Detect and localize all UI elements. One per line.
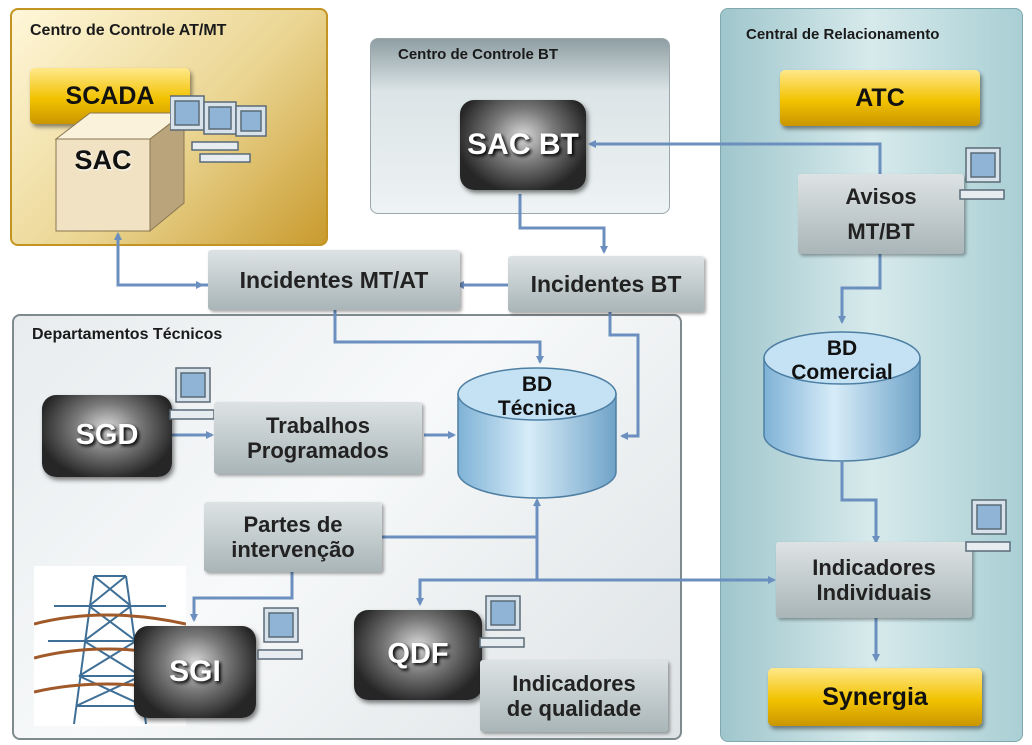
bd-tecnica-label-1: BD bbox=[521, 373, 553, 396]
indicadores-qualidade-line-1: Indicadores bbox=[512, 670, 636, 696]
partes-line-1: Partes de bbox=[243, 511, 343, 537]
sgd-box[interactable]: SGD bbox=[42, 395, 172, 477]
cube-icon bbox=[54, 111, 186, 233]
region-title-bt: Centro de Controle BT bbox=[398, 46, 558, 63]
indicadores-individuais-box[interactable]: Indicadores Individuais bbox=[776, 542, 972, 618]
sgi-box[interactable]: SGI bbox=[134, 626, 256, 718]
avisos-line-2: MT/BT bbox=[847, 219, 915, 244]
qdf-box[interactable]: QDF bbox=[354, 610, 482, 700]
bd-tecnica-database[interactable]: BD Técnica bbox=[456, 366, 618, 502]
arrow-bd-to-qdf bbox=[416, 537, 539, 606]
incidentes-mt-at-box[interactable]: Incidentes MT/AT bbox=[208, 250, 460, 310]
database-cylinder-icon bbox=[763, 331, 921, 462]
avisos-box[interactable]: Avisos MT/BT bbox=[798, 174, 964, 254]
computer-icon bbox=[959, 147, 1005, 200]
bd-tecnica-label-2: Técnica bbox=[497, 397, 577, 420]
synergia-box[interactable]: Synergia bbox=[768, 668, 982, 726]
computer-icon bbox=[257, 607, 303, 660]
indicadores-individuais-line-2: Individuais bbox=[816, 580, 932, 605]
arrow-avisos-to-bd-comercial bbox=[838, 254, 882, 324]
arrow-incidentes-to-sac bbox=[114, 232, 208, 287]
sac-label: SAC bbox=[74, 145, 132, 175]
trabalhos-programados-box[interactable]: Trabalhos Programados bbox=[214, 402, 422, 474]
incidentes-bt-box[interactable]: Incidentes BT bbox=[508, 256, 704, 312]
indicadores-individuais-line-1: Indicadores bbox=[812, 554, 936, 580]
arrow-partes-to-bd bbox=[382, 498, 541, 539]
arrow-sac-bt-to-incidentes-bt bbox=[518, 194, 608, 254]
sac-cube[interactable]: SAC bbox=[52, 105, 188, 235]
arrow-incidentes-mt-at-to-bd bbox=[333, 308, 544, 364]
arrow-incidentes-bt-to-bd bbox=[608, 312, 640, 440]
computer-icon bbox=[170, 95, 267, 163]
arrow-partes-to-sgi bbox=[190, 572, 294, 622]
region-title-relacionamento: Central de Relacionamento bbox=[746, 26, 940, 43]
database-cylinder-icon bbox=[457, 367, 617, 499]
computer-icon bbox=[169, 367, 215, 420]
region-title-tecnicos: Departamentos Técnicos bbox=[32, 326, 223, 343]
avisos-line-1: Avisos bbox=[845, 183, 917, 209]
partes-line-2: intervenção bbox=[231, 537, 355, 562]
computer-icon bbox=[479, 595, 525, 648]
arrow-avisos-to-sac-bt bbox=[588, 140, 882, 188]
atc-box[interactable]: ATC bbox=[780, 70, 980, 126]
bd-comercial-label-2: Comercial bbox=[791, 361, 893, 384]
bd-comercial-label-1: BD bbox=[826, 337, 858, 360]
indicadores-qualidade-line-2: de qualidade bbox=[506, 696, 642, 721]
arrow-bd-comercial-to-indicadores bbox=[840, 462, 880, 544]
trabalhos-line-1: Trabalhos bbox=[266, 412, 370, 438]
trabalhos-line-2: Programados bbox=[247, 438, 389, 463]
sac-bt-box[interactable]: SAC BT bbox=[460, 100, 586, 190]
bd-comercial-database[interactable]: BD Comercial bbox=[762, 330, 922, 465]
computer-icon bbox=[965, 499, 1011, 552]
region-title-at-mt: Centro de Controle AT/MT bbox=[30, 22, 227, 39]
partes-intervencao-box[interactable]: Partes de intervenção bbox=[204, 502, 382, 572]
indicadores-qualidade-box[interactable]: Indicadores de qualidade bbox=[480, 660, 668, 732]
